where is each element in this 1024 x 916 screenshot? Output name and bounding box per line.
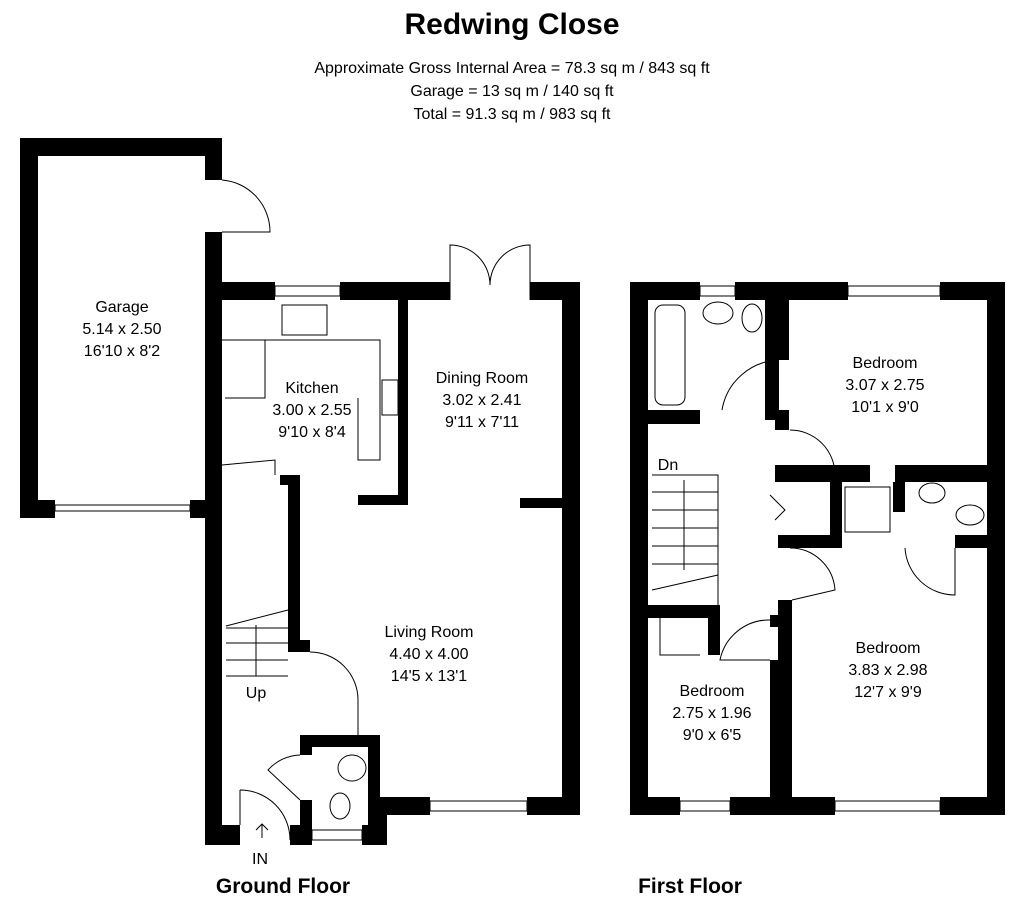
garage-area: Garage = 13 sq m / 140 sq ft	[410, 83, 614, 100]
kitchen-window	[274, 285, 341, 297]
bedroom2-window	[834, 800, 941, 812]
toilet-icon	[741, 303, 763, 333]
ensuite-door[interactable]	[904, 547, 956, 596]
bedroom3-name: Bedroom	[680, 683, 745, 700]
ground-stairs[interactable]	[225, 609, 289, 677]
front-door[interactable]	[239, 789, 291, 841]
gross-area: Approximate Gross Internal Area = 78.3 s…	[314, 60, 710, 77]
total-area: Total = 91.3 sq m / 983 sq ft	[413, 106, 611, 123]
ground-floor-label: Ground Floor	[216, 875, 350, 898]
shower-icon	[844, 486, 891, 533]
stairs-down-label: Dn	[658, 457, 678, 474]
kitchen-metric: 3.00 x 2.55	[272, 402, 351, 419]
bath-icon	[654, 304, 686, 406]
garage-name: Garage	[95, 299, 148, 316]
hob-icon	[381, 379, 399, 416]
entrance-label: IN	[252, 851, 268, 868]
ensuite-basin-icon	[918, 482, 946, 504]
hall-cupboard	[221, 459, 276, 475]
bedroom1-window	[847, 285, 941, 297]
entrance-arrow-icon	[255, 823, 269, 838]
first-internal-walls	[648, 300, 1005, 815]
ensuite-toilet-icon	[955, 504, 985, 526]
bedroom3-window	[679, 800, 731, 812]
dining-metric: 3.02 x 2.41	[442, 392, 521, 409]
ground-floor-plan: Garage 5.14 x 2.50 16'10 x 8'2 Kitchen 3…	[20, 138, 580, 898]
dining-name: Dining Room	[436, 370, 528, 387]
bedroom1-metric: 3.07 x 2.75	[845, 377, 924, 394]
first-outer-walls	[630, 282, 1005, 815]
bathroom-window	[699, 285, 736, 297]
bedroom3-imperial: 9'0 x 6'5	[683, 727, 742, 744]
bedroom2-metric: 3.83 x 2.98	[848, 662, 927, 679]
bedroom3-metric: 2.75 x 1.96	[672, 705, 751, 722]
plan-title: Redwing Close	[404, 8, 620, 41]
living-window	[429, 800, 528, 812]
ground-outer-walls	[205, 232, 580, 845]
bedroom1-imperial: 10'1 x 9'0	[851, 399, 919, 416]
first-floor-label: First Floor	[638, 875, 742, 898]
bedroom2-imperial: 12'7 x 9'9	[854, 684, 922, 701]
bedroom2-door[interactable]	[789, 547, 836, 601]
garage-metric: 5.14 x 2.50	[82, 321, 161, 338]
kitchen-name: Kitchen	[285, 380, 338, 397]
french-doors[interactable]	[449, 244, 531, 300]
basin-icon	[337, 754, 367, 782]
bathroom-door[interactable]	[721, 359, 780, 411]
toilet-icon	[329, 792, 351, 820]
bedroom1-door[interactable]	[789, 429, 836, 476]
bedroom3-door[interactable]	[719, 619, 771, 661]
living-name: Living Room	[385, 624, 474, 641]
ground-internal-walls	[280, 300, 562, 830]
living-metric: 4.40 x 4.00	[389, 646, 468, 663]
first-stairs[interactable]	[651, 474, 719, 605]
garage-walls	[20, 138, 222, 518]
basin-icon	[702, 301, 734, 325]
first-floor-plan: Bedroom 3.07 x 2.75 10'1 x 9'0 Bedroom 3…	[630, 282, 1005, 898]
dining-imperial: 9'11 x 7'11	[445, 414, 519, 431]
airing-cupboard-door[interactable]	[769, 494, 786, 521]
garage-side-door	[221, 179, 271, 233]
garage-imperial: 16'10 x 8'2	[84, 343, 160, 360]
kitchen-worktop	[222, 339, 381, 461]
landing-window	[633, 444, 645, 486]
living-door[interactable]	[309, 651, 359, 735]
sink-icon	[281, 304, 328, 336]
bedroom2-name: Bedroom	[856, 640, 921, 657]
stairs-up-label: Up	[246, 685, 267, 702]
wc-door[interactable]	[267, 754, 301, 801]
bedroom1-name: Bedroom	[853, 355, 918, 372]
wc-window	[311, 829, 363, 841]
bedroom3-cupboard	[659, 618, 700, 656]
kitchen-imperial: 9'10 x 8'4	[278, 424, 346, 441]
living-imperial: 14'5 x 13'1	[391, 668, 467, 685]
